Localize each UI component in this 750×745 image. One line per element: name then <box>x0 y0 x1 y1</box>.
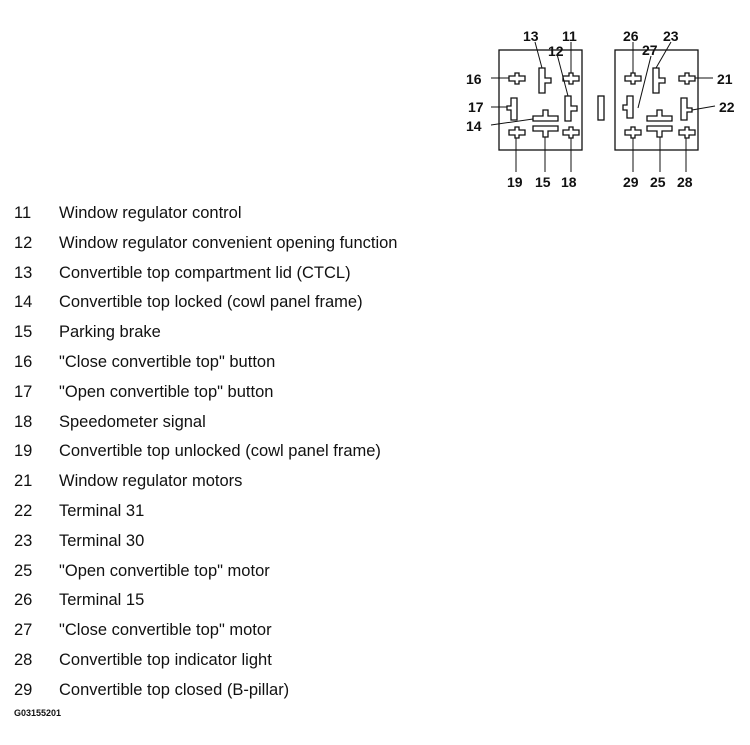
legend-number: 26 <box>14 591 33 610</box>
pin-18-contact <box>562 126 580 139</box>
legend-number: 21 <box>14 472 33 491</box>
pin-15-contact <box>532 125 559 138</box>
pin-21-contact <box>678 72 696 85</box>
pin-28-contact <box>678 126 696 139</box>
pin-14-contact <box>532 109 559 122</box>
pin-25-contact <box>646 125 673 138</box>
legend-number: 17 <box>14 382 33 401</box>
figure-id: G03155201 <box>14 708 62 718</box>
leader-lines <box>490 41 716 172</box>
legend-number: 22 <box>14 501 33 520</box>
legend-item: 15 Parking brake <box>14 318 397 348</box>
pin-label-25: 25 <box>650 174 666 190</box>
legend-text: "Open convertible top" motor <box>59 561 270 580</box>
pin-diagram-svg: 13 11 12 16 17 14 19 15 18 26 27 23 21 2… <box>466 28 735 190</box>
legend-number: 15 <box>14 323 33 342</box>
legend-number: 29 <box>14 680 33 699</box>
legend-item: 25 "Open convertible top" motor <box>14 557 397 587</box>
pin-label-19: 19 <box>507 174 523 190</box>
legend-item: 27 "Close convertible top" motor <box>14 616 397 646</box>
pin-13-contact <box>538 67 552 94</box>
pin-17-contact <box>506 97 518 121</box>
pin-22-contact <box>680 97 693 121</box>
legend-item: 13 Convertible top compartment lid (CTCL) <box>14 259 397 289</box>
legend-number: 13 <box>14 263 33 282</box>
pin-12-contact <box>564 95 578 122</box>
legend-text: "Close convertible top" button <box>59 352 276 371</box>
pin-label-23: 23 <box>663 28 679 44</box>
legend-text: Speedometer signal <box>59 412 206 431</box>
legend-text: Terminal 15 <box>59 591 145 610</box>
pin-label-15: 15 <box>535 174 551 190</box>
legend-text: Parking brake <box>59 323 161 342</box>
pin-label-11: 11 <box>562 28 577 44</box>
legend-text: Window regulator control <box>59 204 242 222</box>
legend-item: 18 Speedometer signal <box>14 408 397 438</box>
pin-19-contact <box>508 126 526 139</box>
legend-item: 17 "Open convertible top" button <box>14 378 397 408</box>
legend-number: 11 <box>14 204 32 222</box>
legend-text: Terminal 31 <box>59 501 145 520</box>
legend-number: 14 <box>14 293 33 312</box>
pin-label-28: 28 <box>677 174 693 190</box>
pin-29-contact <box>624 126 642 139</box>
legend-item: 26 Terminal 15 <box>14 586 397 616</box>
pin-label-27: 27 <box>642 42 658 58</box>
right-socket-outline <box>614 49 699 151</box>
legend-number: 28 <box>14 650 33 669</box>
legend-text: Convertible top locked (cowl panel frame… <box>59 293 363 312</box>
legend-item: 12 Window regulator convenient opening fu… <box>14 229 397 259</box>
pin-label-14: 14 <box>466 118 482 134</box>
legend-text: Convertible top closed (B-pillar) <box>59 680 290 699</box>
legend-number: 23 <box>14 531 33 550</box>
legend-item: 19 Convertible top unlocked (cowl panel f… <box>14 437 397 467</box>
pin-label-26: 26 <box>623 28 639 44</box>
legend-item: 23 Terminal 30 <box>14 527 397 557</box>
pin-25a-contact <box>646 109 673 122</box>
legend-number: 25 <box>14 561 33 580</box>
legend-text: Window regulator convenient opening func… <box>59 233 398 252</box>
pin-label-17: 17 <box>468 99 484 115</box>
pin-label-18: 18 <box>561 174 577 190</box>
pin-label-13: 13 <box>523 28 539 44</box>
center-slot <box>597 95 605 121</box>
pin-23-contact <box>652 67 666 94</box>
pin-16-contact <box>508 72 526 85</box>
pin-label-29: 29 <box>623 174 639 190</box>
pin-11-contact <box>562 72 580 85</box>
legend-item: 28 Convertible top indicator light <box>14 646 397 676</box>
legend-number: 27 <box>14 621 33 640</box>
pin-label-16: 16 <box>466 71 482 87</box>
legend-number: 12 <box>14 233 33 252</box>
left-socket-outline <box>498 49 583 151</box>
legend-item: 14 Convertible top locked (cowl panel fra… <box>14 288 397 318</box>
legend-text: Window regulator motors <box>59 472 243 491</box>
legend-item: 21 Window regulator motors <box>14 467 397 497</box>
legend-text: Convertible top compartment lid (CTCL) <box>59 263 351 282</box>
legend-number: 18 <box>14 412 33 431</box>
legend-text: "Close convertible top" motor <box>59 621 272 640</box>
pin-label-21: 21 <box>717 71 733 87</box>
legend-number: 19 <box>14 442 33 461</box>
pin-27-contact <box>622 95 634 119</box>
pin-label-12: 12 <box>548 43 564 59</box>
legend-item: 22 Terminal 31 <box>14 497 397 527</box>
legend-text: "Open convertible top" button <box>59 382 274 401</box>
pin-26-contact <box>624 72 642 85</box>
legend-text: Convertible top indicator light <box>59 650 272 669</box>
legend-text: Terminal 30 <box>59 531 145 550</box>
legend-item: 16 "Close convertible top" button <box>14 348 397 378</box>
pin-label-22: 22 <box>719 99 735 115</box>
legend-item: 29 Convertible top closed (B-pillar) <box>14 676 397 706</box>
legend-text: Convertible top unlocked (cowl panel fra… <box>59 442 381 461</box>
legend-number: 16 <box>14 352 33 371</box>
legend-item: 11 Window regulator control <box>14 199 397 229</box>
relay-pin-diagram: 13 11 12 16 17 14 19 15 18 26 27 23 21 2… <box>455 20 750 200</box>
